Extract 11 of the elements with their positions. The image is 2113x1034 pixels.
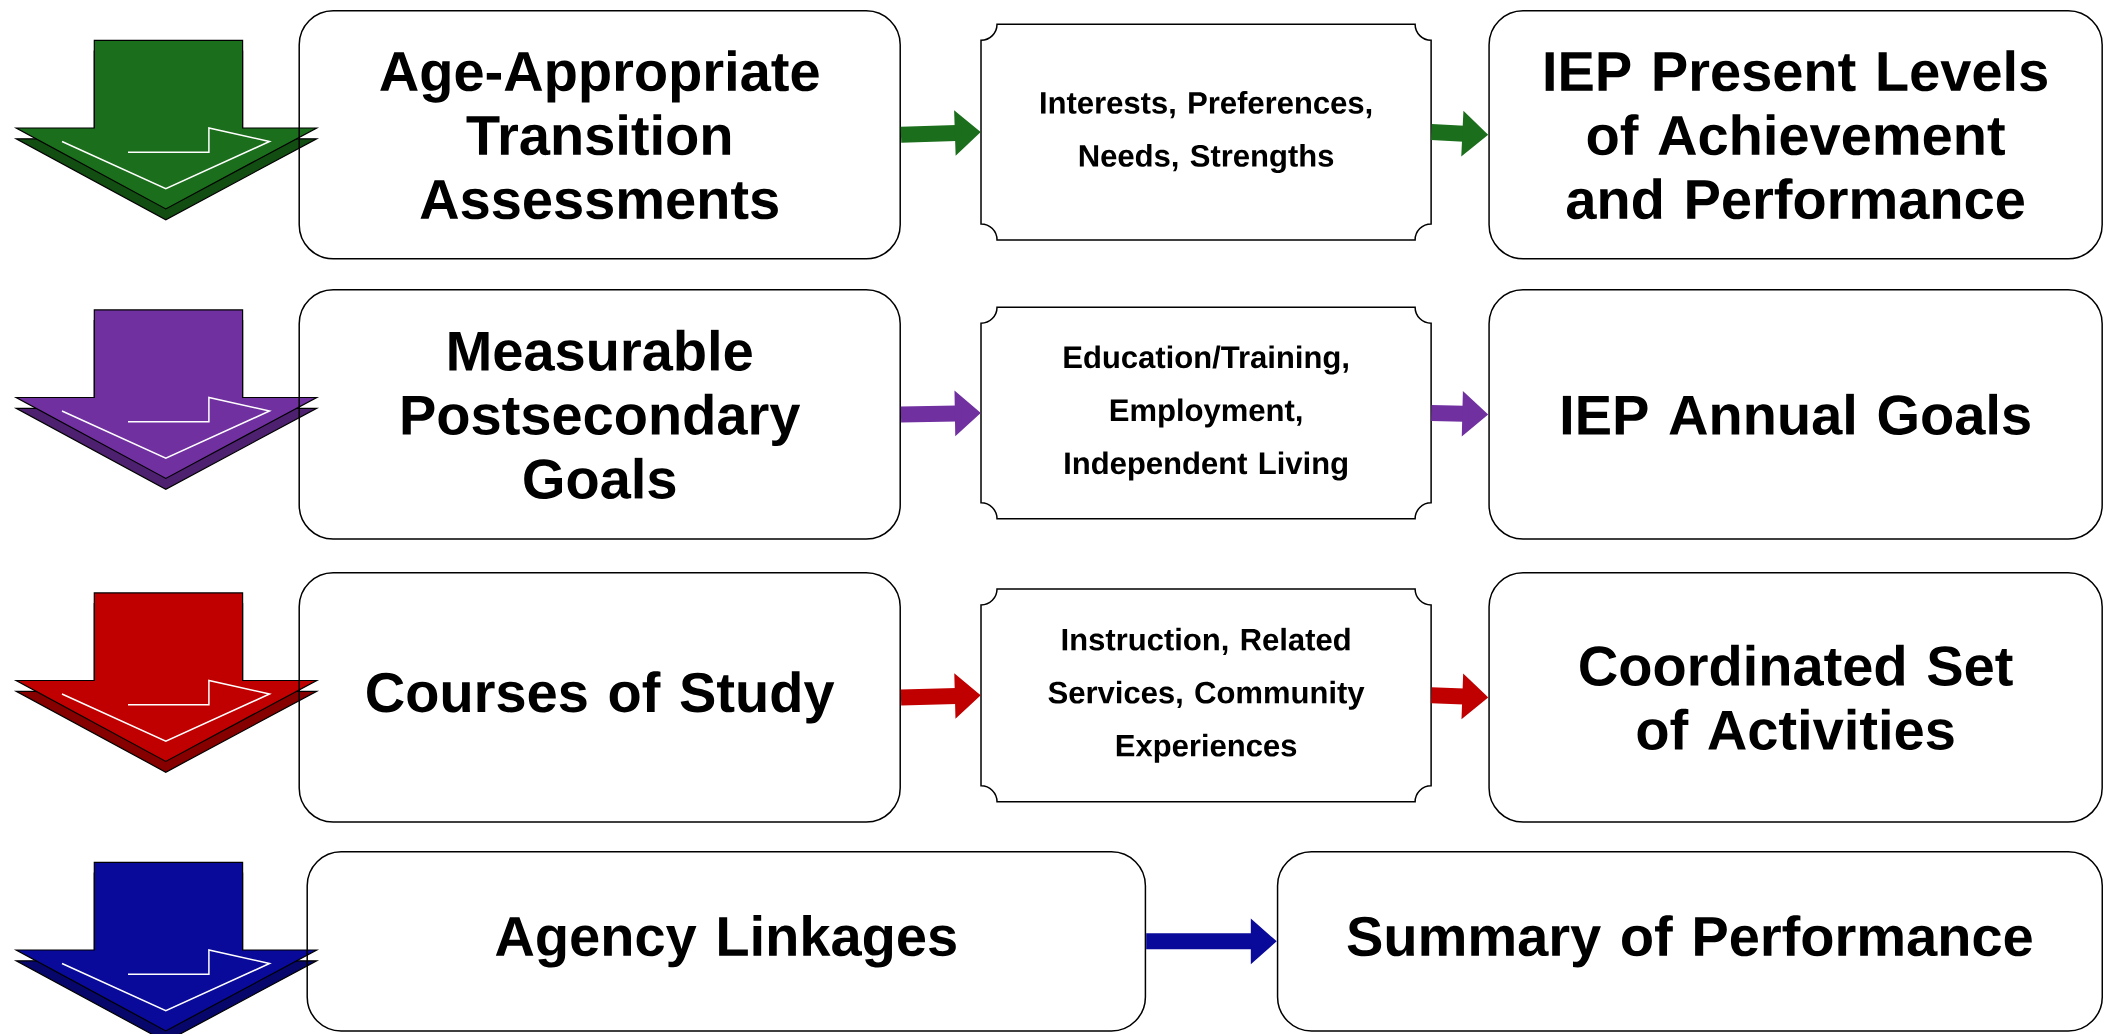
scroll-box: Instruction, Related Services, Community Experiences bbox=[980, 588, 1432, 803]
process-box: Agency Linkages bbox=[306, 850, 1147, 1032]
process-box: IEP Present Levels of Achievement and Performance bbox=[1488, 10, 2103, 260]
scroll-box: Education/Training, Employment, Independent Living bbox=[980, 306, 1432, 520]
process-box: Coordinated Set of Activities bbox=[1488, 572, 2103, 823]
process-box: Courses of Study bbox=[298, 572, 901, 823]
scroll-box: Interests, Preferences, Needs, Strengths bbox=[980, 23, 1432, 241]
process-box: IEP Annual Goals bbox=[1488, 289, 2103, 540]
process-box: Summary of Performance bbox=[1276, 850, 2103, 1032]
process-box: Measurable Postsecondary Goals bbox=[298, 289, 901, 540]
process-box: Age-Appropriate Transition Assessments bbox=[298, 10, 901, 260]
